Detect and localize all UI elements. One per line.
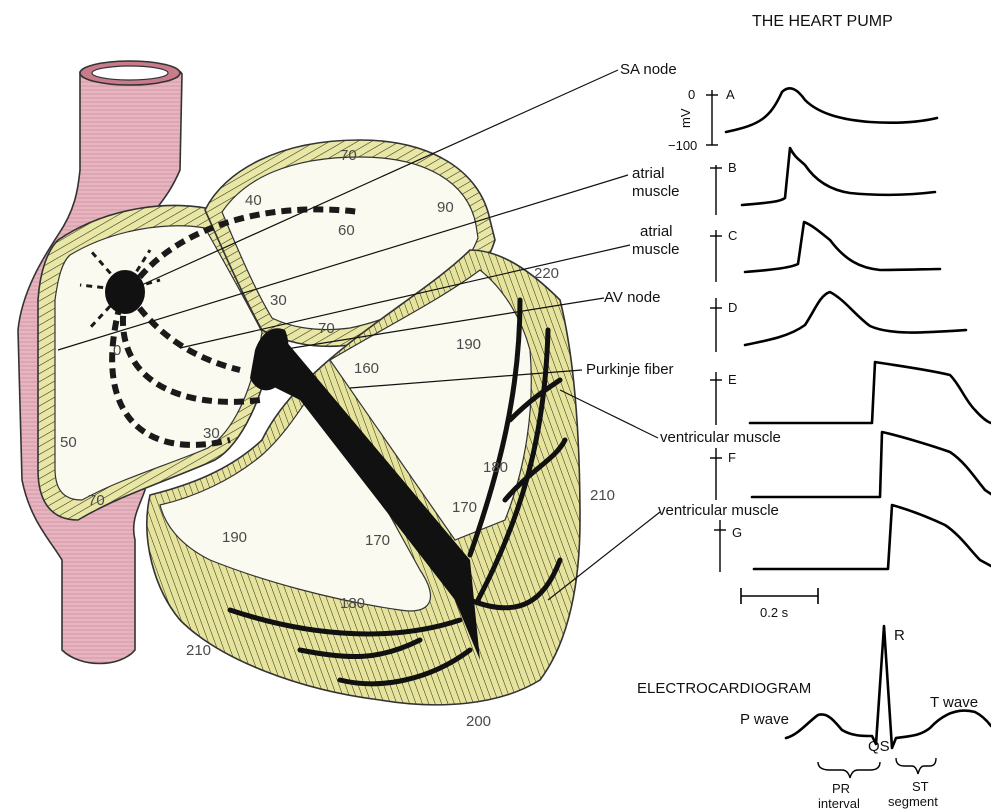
time-label: 90 (437, 199, 454, 216)
trace-label-a: A (726, 87, 735, 102)
time-label: 70 (88, 492, 105, 509)
pr-line: interval (818, 796, 860, 810)
time-label: 70 (318, 320, 335, 337)
time-label: 30 (203, 425, 220, 442)
ecg-panel: ELECTROCARDIOGRAM P wave R T wave QS PR … (637, 626, 991, 810)
time-label: 180 (483, 459, 508, 476)
ventricular-muscle-label-2: ventricular muscle (658, 502, 779, 519)
time-label: 210 (590, 487, 615, 504)
r-label: R (894, 627, 905, 644)
p-wave-label: P wave (740, 711, 789, 728)
time-label: 0 (113, 342, 121, 359)
trace-e (750, 362, 991, 423)
time-label: 50 (60, 434, 77, 451)
atrial-muscle-label-1: atrial muscle (632, 165, 680, 200)
time-label: 60 (338, 222, 355, 239)
trace-label-g: G (732, 525, 742, 540)
atrial-muscle-2-line: atrial (640, 223, 673, 240)
trace-d (745, 292, 966, 345)
time-label: 70 (340, 147, 357, 164)
ecg-title: ELECTROCARDIOGRAM (637, 680, 811, 697)
st-segment-brace (896, 758, 936, 774)
st-segment-label: ST segment (888, 779, 938, 809)
atrial-muscle-1-line: muscle (632, 183, 680, 200)
trace-label-c: C (728, 228, 737, 243)
pr-line: PR (832, 781, 850, 796)
av-node-label: AV node (604, 289, 660, 306)
purkinje-fiber-label: Purkinje fiber (586, 361, 674, 378)
trace-g (754, 505, 991, 569)
time-label: 180 (340, 595, 365, 612)
scale-bar-label: 0.2 s (760, 605, 789, 620)
st-line: ST (912, 779, 929, 794)
time-label: 200 (466, 713, 491, 730)
trace-label-d: D (728, 300, 737, 315)
atrial-muscle-2-line: muscle (632, 241, 680, 258)
structure-labels: SA node atrial muscle atrial muscle AV n… (586, 61, 781, 519)
ventricular-muscle-label-1: ventricular muscle (660, 429, 781, 446)
trace-b (742, 148, 935, 205)
ecg-trace (786, 626, 991, 748)
tick-0-label: 0 (688, 87, 695, 102)
trace-a (726, 88, 937, 132)
time-label: 30 (270, 292, 287, 309)
trace-label-e: E (728, 372, 737, 387)
heart-illustration: 70 90 40 60 30 0 70 190 220 160 50 30 70… (18, 61, 615, 730)
time-label: 160 (354, 360, 379, 377)
mv-axis-label: mV (678, 108, 693, 128)
trace-label-b: B (728, 160, 737, 175)
tick-minus100-label: −100 (668, 138, 697, 153)
time-label: 210 (186, 642, 211, 659)
trace-axes (706, 90, 726, 572)
time-label: 170 (365, 532, 390, 549)
time-label: 170 (452, 499, 477, 516)
action-potential-panel: mV 0 −100 A B C D E F G (668, 87, 991, 620)
qs-label: QS (868, 738, 890, 755)
pr-interval-label: PR interval (818, 781, 860, 810)
sa-node-shape (105, 270, 145, 314)
time-label: 220 (534, 265, 559, 282)
atrial-muscle-label-2: atrial muscle (632, 223, 680, 258)
time-label: 190 (222, 529, 247, 546)
trace-label-f: F (728, 450, 736, 465)
st-line: segment (888, 794, 938, 809)
t-wave-label: T wave (930, 694, 978, 711)
sa-node-label: SA node (620, 61, 677, 78)
figure-title: THE HEART PUMP (752, 13, 893, 30)
atrial-muscle-1-line: atrial (632, 165, 665, 182)
trace-c (745, 222, 940, 272)
time-label: 40 (245, 192, 262, 209)
pr-interval-brace (818, 762, 880, 778)
trace-f (752, 432, 991, 497)
time-label: 190 (456, 336, 481, 353)
time-scale-bar (741, 588, 818, 604)
